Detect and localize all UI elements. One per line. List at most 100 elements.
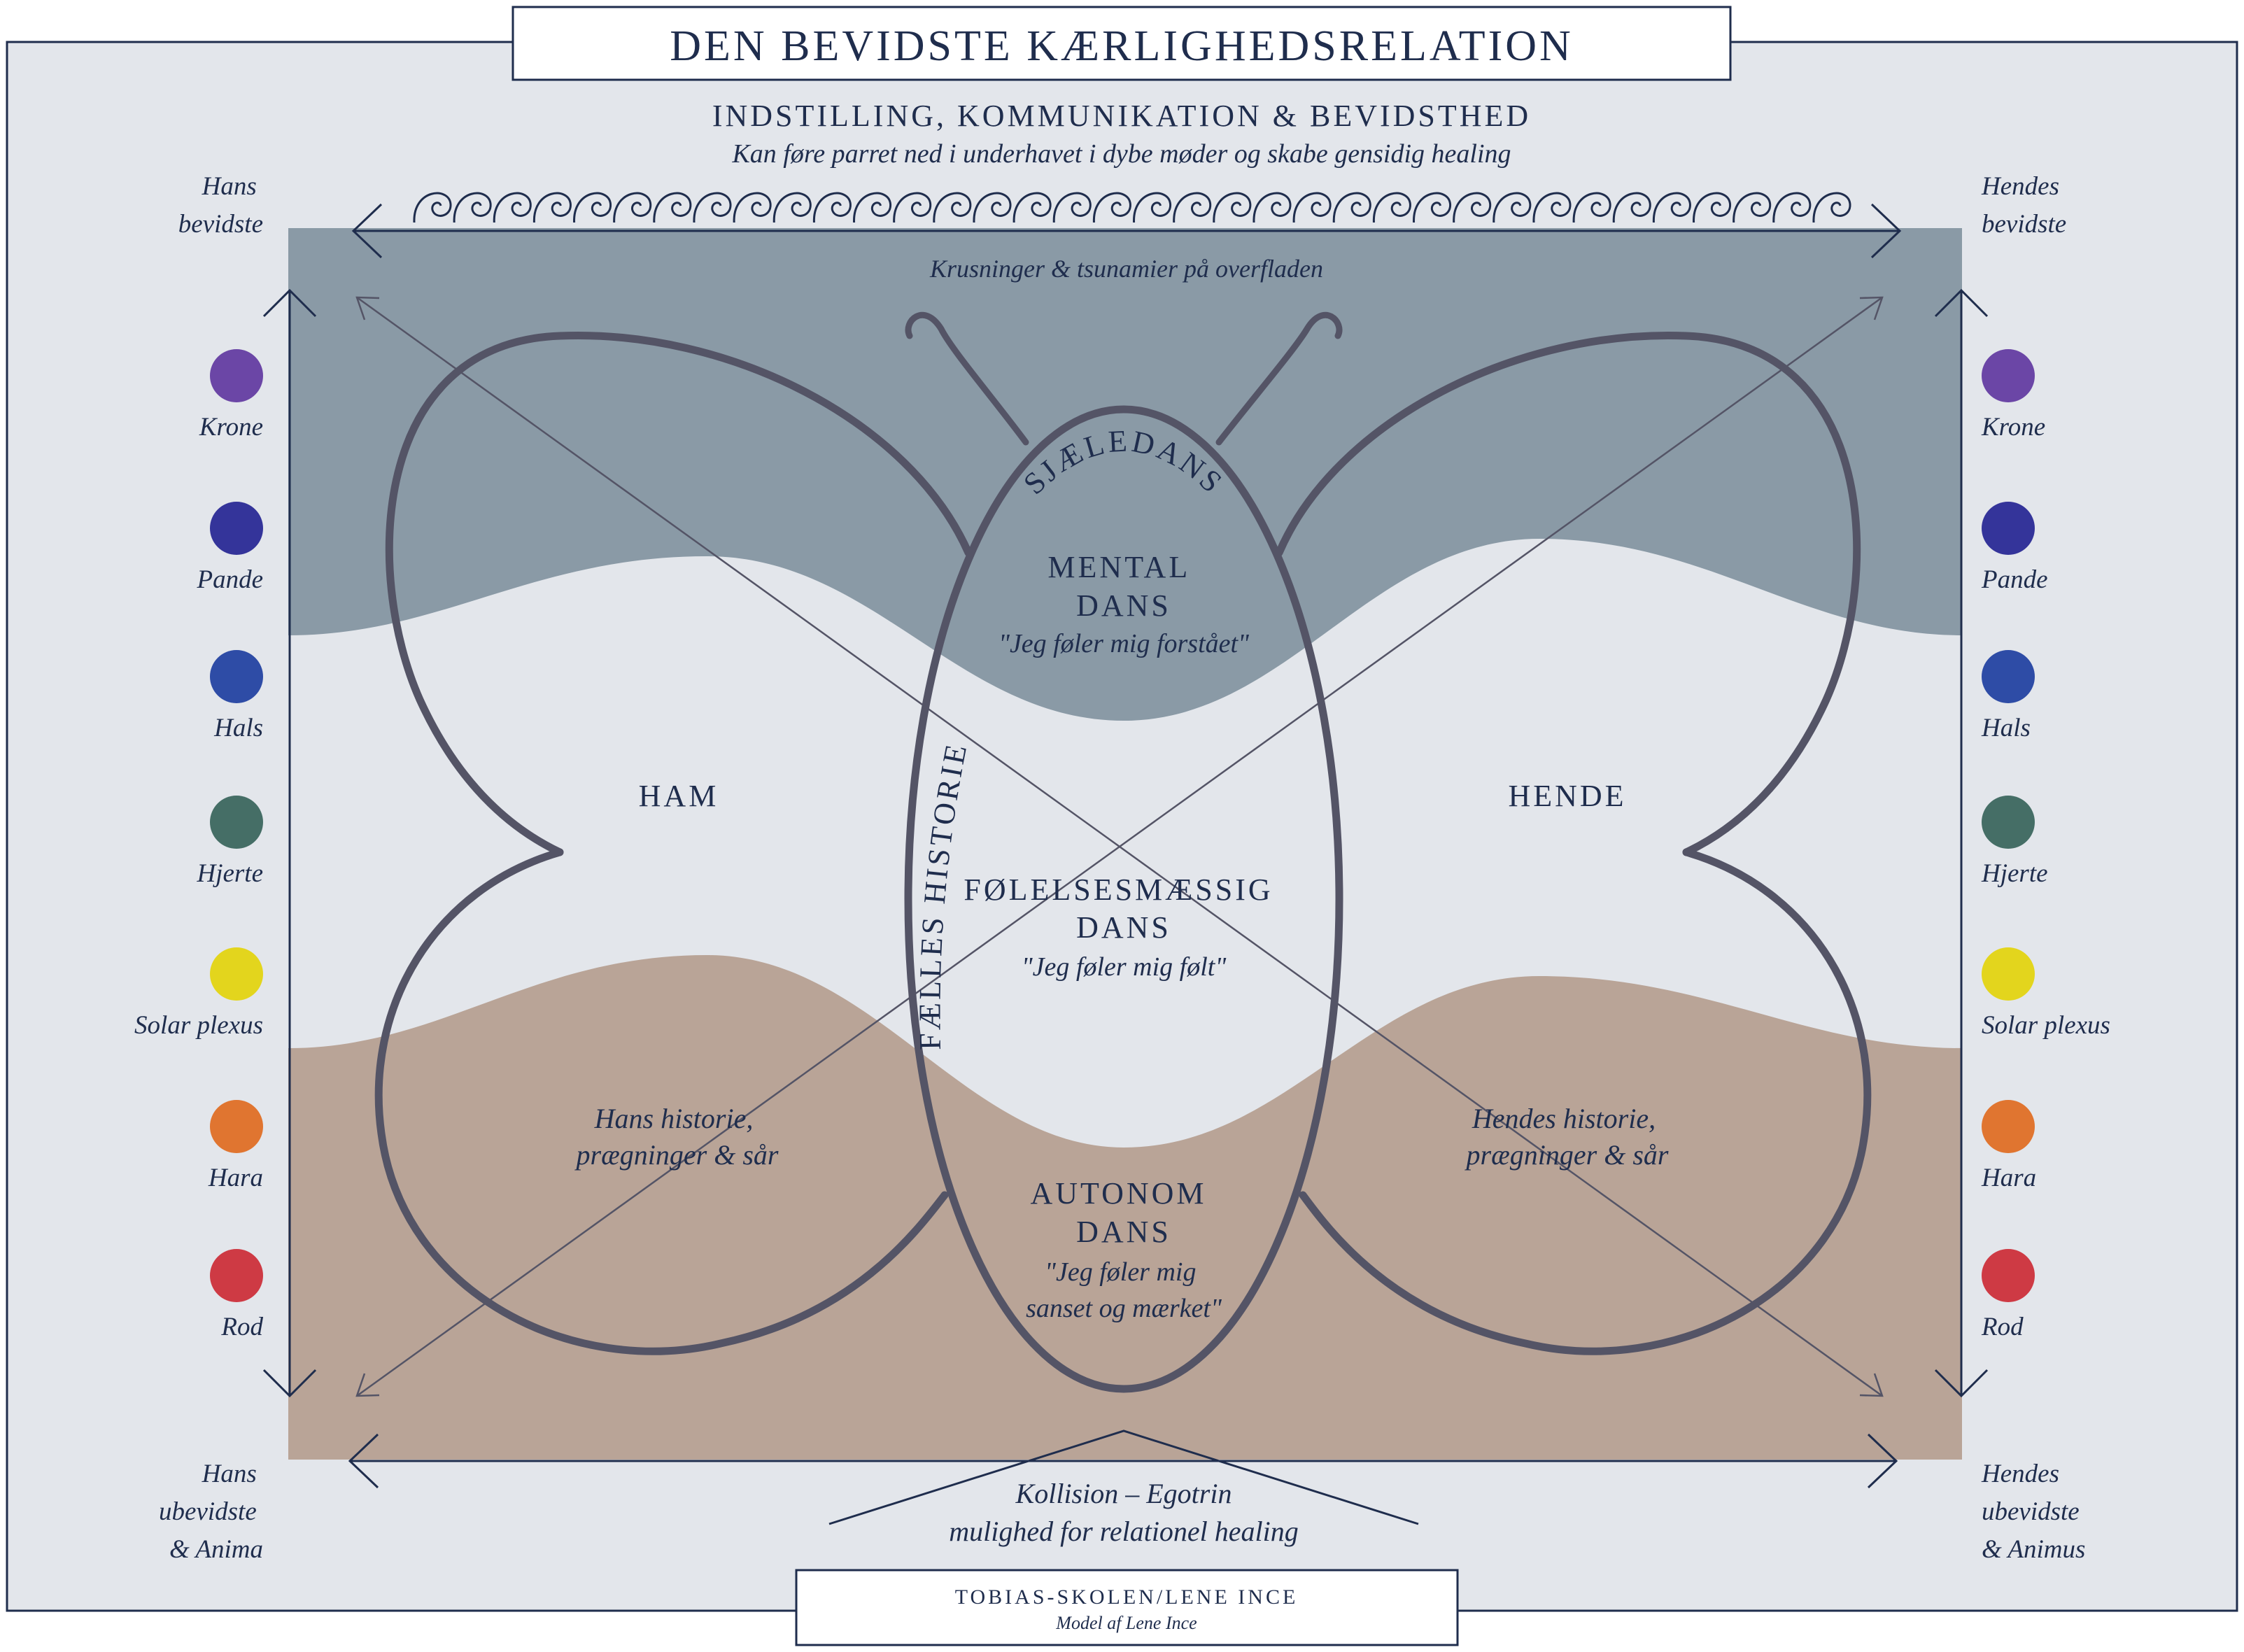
wave-scroll-10 [772,192,812,223]
left-top-label: Hans bevidste [178,172,263,239]
right-wing-lower [1299,848,1872,1355]
chakra-dot-left-7 [210,1249,263,1302]
wave-scroll-4 [532,192,572,223]
wave-scroll-24 [1332,192,1371,223]
wave-scroll-8 [693,192,732,223]
chakra-dot-right-5 [1982,947,2035,1001]
wave-scroll-3 [493,192,532,223]
wave-scroll-29 [1532,192,1572,223]
chakra-dot-right-7 [1982,1249,2035,1302]
chakra-dot-right-6 [1982,1100,2035,1153]
her-label: HENDE [1508,779,1626,813]
her-history-line-1: Hendes historie, [1472,1103,1656,1134]
right-arrowhead-down [1934,1369,1989,1398]
wave-scroll-28 [1493,192,1532,223]
wave-scroll-19 [1133,192,1172,223]
right-wing-upper [1275,331,1861,856]
left-bottom-label-line-2: ubevidste [159,1497,257,1526]
chakra-dot-right-2 [1982,502,2035,555]
top-arrowhead-left [351,203,383,259]
his-history-line-2: prægninger & sår [574,1139,779,1171]
chakra-label-right-6: Hara [1981,1164,2036,1192]
diagonal-arrows [355,296,1884,1397]
left-arrowhead-up [262,288,317,318]
diagonal-arrow-2 [356,296,1883,1397]
chakra-dot-right-1 [1982,349,2035,402]
autonomic-dance-title-line-2: DANS [1076,1215,1171,1249]
left-arrowhead-down [262,1369,317,1398]
wave-scroll-25 [1372,192,1411,223]
right-bottom-label: Hendes ubevidste & Animus [1981,1460,2086,1564]
right-top-label-line-2: bevidste [1982,210,2066,239]
wave-scroll-ornament [413,192,1851,223]
him-label: HAM [639,779,719,813]
mental-dance-quote: "Jeg føler mig forstået" [998,629,1250,658]
wave-scroll-22 [1252,192,1292,223]
top-heading: INDSTILLING, KOMMUNIKATION & BEVIDSTHED [712,99,1531,133]
credit-sub: Model af Lene Ince [1055,1613,1197,1633]
wave-scroll-12 [853,192,892,223]
chakra-label-right-7: Rod [1981,1313,2024,1341]
wave-scroll-9 [733,192,772,223]
wave-scroll-14 [933,192,972,223]
chakra-label-left-3: Hals [213,714,263,742]
mental-dance-title: MENTAL DANS [1047,550,1199,623]
left-top-label-line-1: Hans [202,172,257,201]
chakra-label-right-4: Hjerte [1981,859,2048,888]
horizontal-arrows [348,203,1902,1489]
chakra-dot-left-3 [210,650,263,703]
arrowhead-top-left [355,296,380,320]
wave-scroll-30 [1572,192,1611,223]
wave-scroll-21 [1213,192,1252,223]
wave-scroll-5 [573,192,612,223]
top-subheading: Kan føre parret ned i underhavet i dybe … [731,139,1511,169]
wave-scroll-16 [1012,192,1052,223]
chakra-dot-left-1 [210,349,263,402]
chakra-label-left-4: Hjerte [196,859,263,888]
chakra-label-right-1: Krone [1981,413,2045,442]
emotional-dance-title: FØLELSESMÆSSIG DANS [964,873,1283,945]
mental-dance-title-line-2: DANS [1076,588,1171,623]
chakra-label-left-7: Rod [220,1313,263,1341]
right-top-label-line-1: Hendes [1981,172,2059,201]
right-arrowhead-up [1934,288,1989,318]
wave-scroll-17 [1052,192,1092,223]
arrowhead-bottom-left [355,1373,380,1397]
wave-scroll-20 [1173,192,1212,223]
wave-scroll-36 [1812,192,1851,223]
chakra-label-left-6: Hara [208,1164,263,1192]
wave-scroll-1 [413,192,452,223]
surface-text: Krusninger & tsunamier på overfladen [929,255,1323,283]
left-wing-upper [385,331,973,856]
chakra-label-left-5: Solar plexus [134,1011,263,1040]
wave-scroll-7 [653,192,692,223]
central-field [288,228,1962,1460]
chakra-dot-right-3 [1982,650,2035,703]
chakra-label-left-2: Pande [196,565,263,594]
chakra-dot-left-5 [210,947,263,1001]
emotional-dance-quote: "Jeg føler mig følt" [1022,952,1227,982]
wave-scroll-13 [893,192,932,223]
emotional-dance-title-line-2: DANS [1076,910,1171,945]
chakra-dot-right-4 [1982,796,2035,849]
his-history-line-1: Hans historie, [594,1103,754,1134]
left-wing-lower [374,848,949,1355]
lower-band [288,955,1962,1460]
her-history: Hendes historie, prægninger & sår [1465,1103,1669,1171]
wave-scroll-2 [453,192,492,223]
wave-scroll-18 [1092,192,1131,223]
main-title: DEN BEVIDSTE KÆRLIGHEDSRELATION [670,22,1574,70]
arrowhead-top-right [1859,296,1884,320]
wave-scroll-35 [1772,192,1812,223]
wave-scroll-31 [1612,192,1651,223]
bottom-arrowhead-right [1867,1433,1898,1489]
wave-scroll-11 [812,192,852,223]
credit-main: TOBIAS-SKOLEN/LENE INCE [955,1586,1299,1609]
wave-scroll-6 [613,192,652,223]
left-bottom-label-line-3: & Anima [169,1535,263,1564]
left-bottom-label-line-1: Hans [202,1460,257,1488]
top-arrowhead-right [1870,203,1902,259]
